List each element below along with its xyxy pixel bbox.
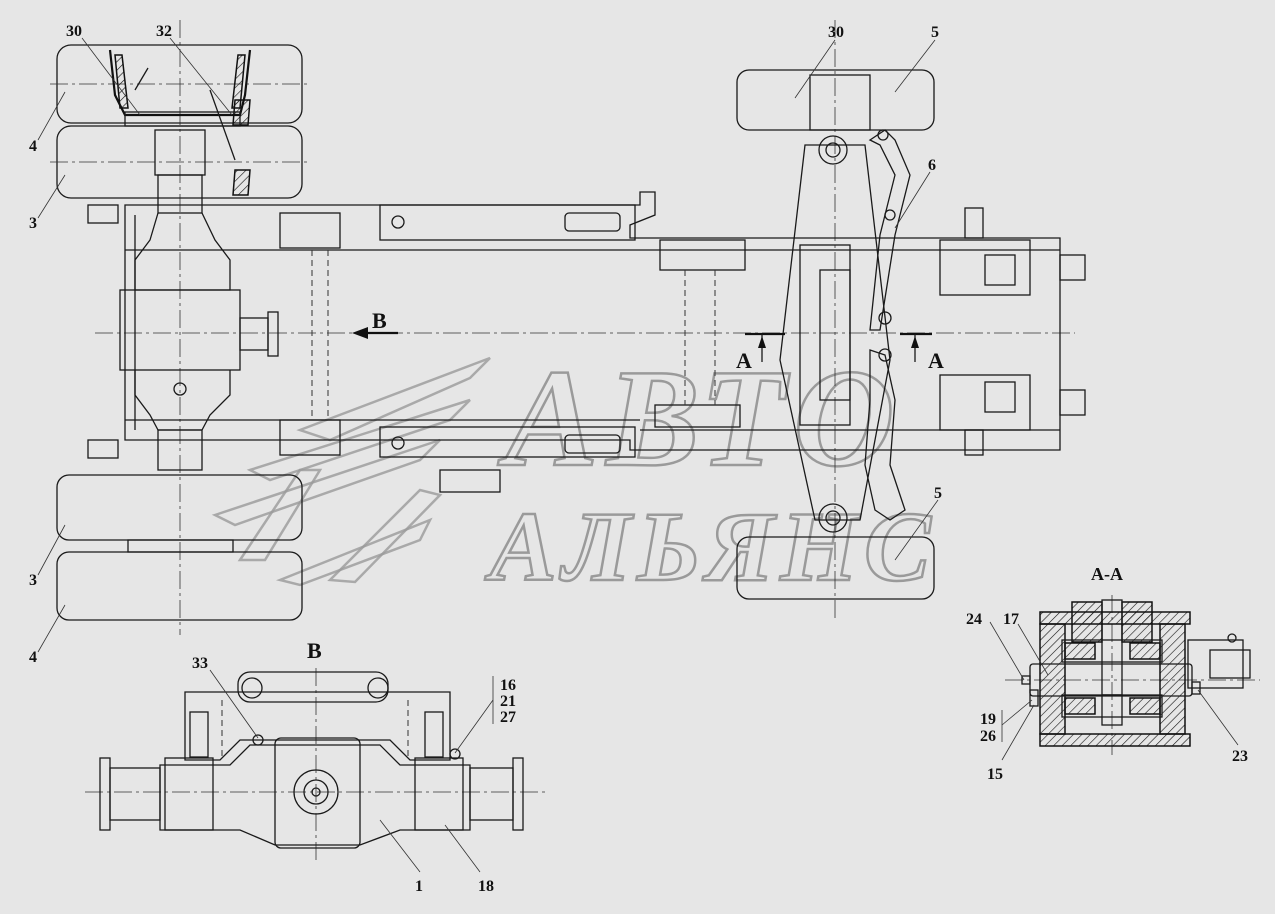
section-a-a-title: A-A [1091,564,1123,584]
watermark-line2: АЛЬЯНС [484,491,937,602]
view-b-callouts: 33 16 21 27 1 18 [192,655,516,895]
callout-18: 18 [478,878,494,895]
callout-23: 23 [1232,748,1248,765]
section-a-marker: A A [736,332,944,373]
view-b-arrow: B [352,308,398,339]
section-a-right-label: A [928,348,944,373]
callout-1: 1 [415,878,423,895]
callout-5-bottom: 5 [934,485,942,502]
main-view-callouts: 30 32 4 3 30 5 6 5 3 4 [29,23,942,666]
callout-19: 19 [980,711,996,728]
callout-21: 21 [500,693,516,710]
rear-axle-assembly [736,69,935,600]
view-b-title: B [307,638,322,663]
callout-5-top: 5 [931,24,939,41]
section-a-a: A-A [1005,564,1260,755]
callout-15: 15 [987,766,1003,783]
callout-3-top: 3 [29,215,37,232]
callout-24: 24 [966,611,982,628]
watermark-logo [211,356,491,587]
tire-4-top [50,44,310,124]
callout-16: 16 [500,677,516,694]
watermark: АВТО АЛЬЯНС [211,340,937,603]
callout-32: 32 [156,23,172,40]
section-a-a-callouts: 24 17 19 26 15 23 [966,611,1248,783]
callout-4-top: 4 [29,138,37,155]
tire-4-bottom [56,551,303,621]
callout-4-bottom: 4 [29,649,37,666]
chassis-frame [87,191,1086,493]
callout-3-bottom: 3 [29,572,37,589]
view-b-axle: B [85,638,545,860]
callout-17: 17 [1003,611,1019,628]
tire-3-bottom [56,474,303,541]
front-axle-housing [119,129,279,471]
main-plan-view: A A B [50,20,1086,635]
callout-27: 27 [500,709,516,726]
callout-30-left: 30 [66,23,82,40]
callout-33: 33 [192,655,208,672]
callout-6: 6 [928,157,936,174]
callout-30-right: 30 [828,24,844,41]
callout-26: 26 [980,728,996,745]
section-a-left-label: A [736,348,752,373]
view-b-arrow-label: B [372,308,387,333]
watermark-line1: АВТО [497,341,902,496]
